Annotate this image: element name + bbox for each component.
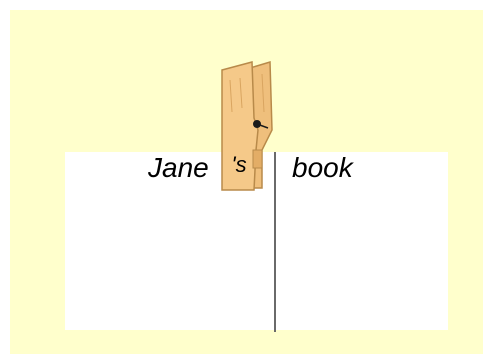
folded-card xyxy=(65,152,448,330)
card-fold-line xyxy=(274,152,276,332)
word-left: Jane xyxy=(148,152,209,183)
clothespin-label: 's xyxy=(231,152,247,177)
word-right: book xyxy=(292,152,353,183)
